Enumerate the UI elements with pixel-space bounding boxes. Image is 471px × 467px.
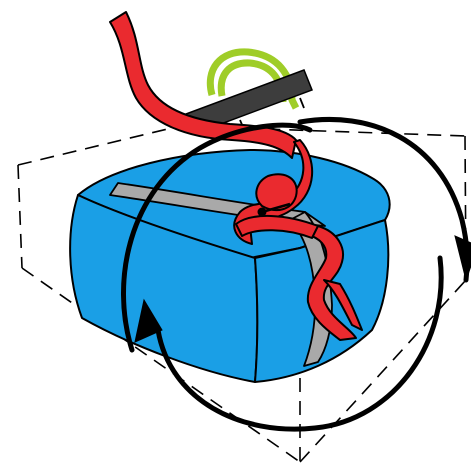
buckle-line [261,202,291,214]
strap-side-down [305,225,357,341]
dashed-box-bottom-right-edge [299,279,467,463]
strap-top-cross [235,215,319,239]
strap-upper-tail [109,11,297,159]
circular-arrow-horizontal [155,255,444,432]
red-strap [109,11,363,341]
strap-side-tail [323,279,363,331]
circular-arrow-vertical [121,122,313,353]
dashed-box-bottom-left-edge [21,267,301,463]
arrowhead-down-icon [454,235,471,282]
handle-stem-right [299,97,305,109]
dashed-box-left-edge [17,164,23,269]
buckle [257,202,291,217]
arrowhead-up-icon [134,298,163,343]
arrowheads [134,235,471,343]
strap-knot [255,173,298,212]
